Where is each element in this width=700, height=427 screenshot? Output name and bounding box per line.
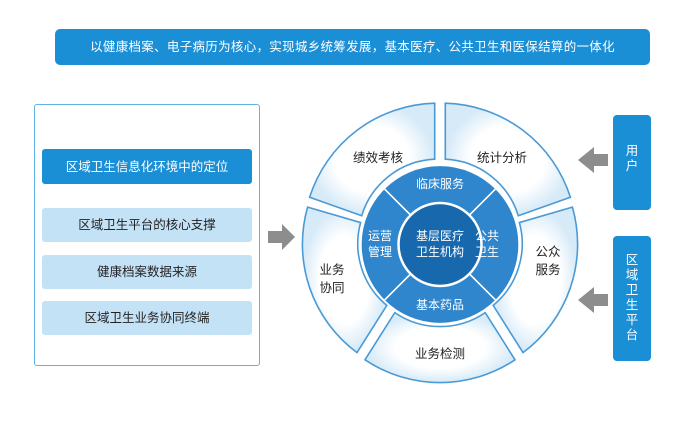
label-xietong-1: 业务 [319,262,344,277]
label-gonggong-1: 公共 [475,229,499,243]
label-gongzhong-2: 服务 [535,262,560,277]
label-jixiao: 绩效考核 [353,150,404,165]
panel-item-core-support: 区域卫生平台的核心支撑 [42,208,252,242]
top-banner: 以健康档案、电子病历为核心，实现城乡统筹发展，基本医疗、公共卫生和医保结算的一体… [55,29,650,65]
panel-item-health-record-source: 健康档案数据来源 [42,255,252,289]
outer-segment-jiance [363,311,517,384]
platform-label-4: 生 [625,297,639,312]
center-label-2: 卫生机构 [416,244,464,259]
panel-item-collaboration-terminal: 区域卫生业务协同终端 [42,301,252,335]
user-label-2: 户 [625,158,639,173]
platform-label-3: 卫 [625,282,639,297]
label-linchuang: 临床服务 [416,176,464,191]
inner-segment-yunying [360,187,412,302]
banner-text: 以健康档案、电子病历为核心，实现城乡统筹发展，基本医疗、公共卫生和医保结算的一体… [90,39,615,54]
outer-segment-jixiao [308,102,436,217]
outer-segment-tongji [444,102,572,217]
regional-platform-box: 区 域 卫 生 平 台 [613,236,651,361]
label-yunying-2: 管理 [368,244,392,259]
center-circle [398,202,482,287]
platform-label-5: 平 [625,312,639,327]
outer-segment-gongzhong [492,206,579,354]
label-tongji: 统计分析 [477,150,527,165]
positioning-title: 区域卫生信息化环境中的定位 [42,149,252,184]
left-arrow-icon [268,224,295,250]
user-label-1: 用 [625,143,639,158]
positioning-panel: 区域卫生信息化环境中的定位 区域卫生平台的核心支撑 健康档案数据来源 区域卫生业… [34,104,260,366]
outer-segment-xietong [301,206,388,354]
label-jiance: 业务检测 [415,346,465,361]
platform-arrow-icon [578,287,608,313]
platform-label-6: 台 [625,327,639,342]
label-gonggong-2: 卫生 [475,245,499,259]
outer-ring [301,102,579,384]
inner-ring [360,164,520,325]
label-yaopin: 基本药品 [416,298,464,312]
center-label-1: 基层医疗 [416,229,464,243]
platform-label-1: 区 [625,252,639,267]
label-yunying-1: 运营 [368,229,392,243]
user-box: 用 户 [613,115,651,210]
platform-label-2: 域 [625,267,639,282]
user-arrow-icon [578,147,608,173]
label-gongzhong-1: 公众 [535,244,560,259]
label-xietong-2: 协同 [319,280,344,295]
